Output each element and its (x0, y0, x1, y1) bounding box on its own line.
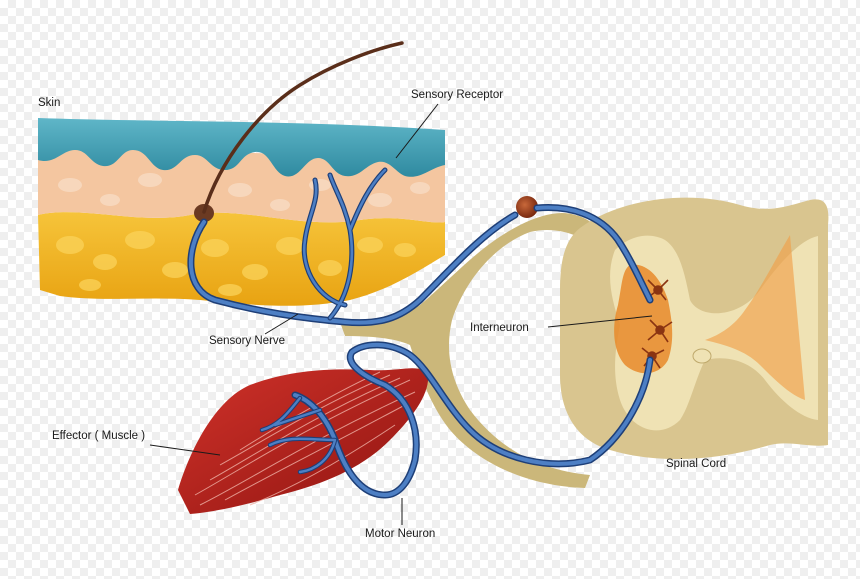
label-interneuron: Interneuron (470, 321, 529, 335)
central-canal (693, 349, 711, 363)
label-sensory-receptor: Sensory Receptor (411, 88, 503, 102)
label-skin: Skin (38, 96, 60, 110)
label-motor-neuron: Motor Neuron (365, 527, 435, 541)
label-sensory-nerve: Sensory Nerve (209, 334, 285, 348)
label-spinal-cord: Spinal Cord (666, 457, 726, 471)
label-effector-muscle: Effector ( Muscle ) (52, 429, 145, 443)
